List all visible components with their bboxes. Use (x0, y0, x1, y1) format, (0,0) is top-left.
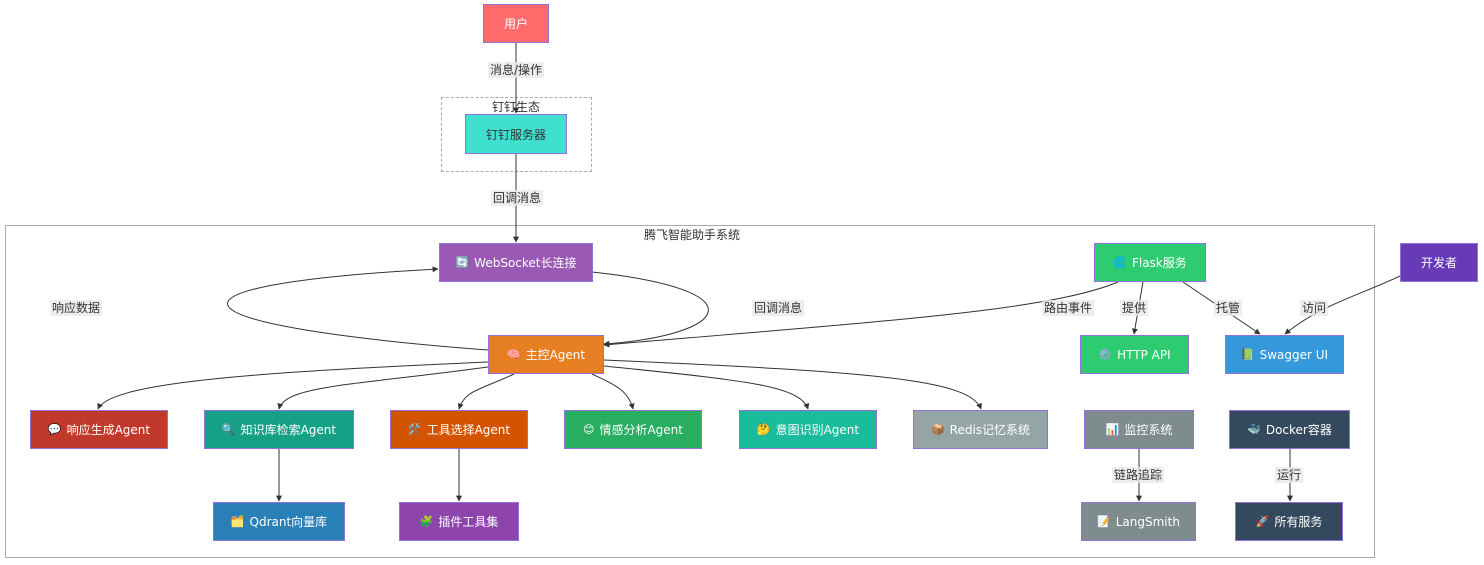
node-master-agent[interactable]: 🧠 主控Agent (488, 335, 604, 374)
edge-label-flask-api: 提供 (1120, 300, 1149, 316)
edge-label-flask-master: 路由事件 (1042, 300, 1095, 316)
node-langsmith-label: LangSmith (1115, 514, 1180, 529)
node-langsmith[interactable]: 📝 LangSmith (1081, 502, 1196, 541)
node-qdrant-label: Qdrant向量库 (249, 515, 328, 529)
node-all-services[interactable]: 🚀 所有服务 (1235, 502, 1343, 541)
node-user[interactable]: 用户 (483, 4, 549, 43)
node-redis-label: Redis记忆系统 (949, 423, 1031, 437)
edge-dev-swagger (1284, 275, 1401, 335)
database-icon: 🗂️ (230, 515, 245, 528)
book-icon: 📗 (1240, 348, 1255, 361)
whale-icon: 🐳 (1247, 423, 1261, 436)
cluster-system-title: 腾飞智能助手系统 (644, 228, 741, 242)
node-flask-label: Flask服务 (1131, 256, 1187, 270)
node-monitor-label: 监控系统 (1124, 423, 1173, 437)
edge-master-response (97, 361, 489, 410)
node-dingtalk-server-label: 钉钉服务器 (485, 127, 546, 142)
edge-label-user-dingtalk: 消息/操作 (488, 62, 545, 78)
node-plugins-label: 插件工具集 (438, 515, 499, 529)
node-intent-agent[interactable]: 🤔 意图识别Agent (739, 410, 877, 449)
node-docker[interactable]: 🐳 Docker容器 (1229, 410, 1350, 449)
node-intent-agent-label: 意图识别Agent (775, 423, 860, 437)
smile-icon: 😊 (583, 423, 595, 436)
speech-bubble-icon: 💬 (47, 423, 62, 436)
edge-label-flask-swagger: 托管 (1214, 300, 1243, 316)
node-websocket-label: WebSocket长连接 (474, 256, 577, 270)
node-master-agent-label: 主控Agent (525, 348, 586, 362)
node-qdrant[interactable]: 🗂️ Qdrant向量库 (213, 502, 345, 541)
edge-master-ws (227, 266, 489, 351)
node-monitor[interactable]: 📊 监控系统 (1084, 410, 1194, 449)
node-websocket[interactable]: 🔄 WebSocket长连接 (439, 243, 593, 282)
rocket-icon: 🚀 (1255, 515, 1270, 528)
node-plugins[interactable]: 🧩 插件工具集 (399, 502, 519, 541)
node-developer[interactable]: 开发者 (1400, 243, 1478, 282)
node-sentiment-agent-label: 情感分析Agent (599, 423, 683, 437)
edge-master-tool (457, 373, 515, 410)
edge-label-ws-master: 回调消息 (752, 300, 805, 316)
node-swagger[interactable]: 📗 Swagger UI (1225, 335, 1344, 374)
node-dingtalk-server[interactable]: 钉钉服务器 (465, 114, 567, 154)
edge-master-intent (603, 365, 810, 410)
gear-icon: ⚙️ (1098, 348, 1113, 361)
node-http-api[interactable]: ⚙️ HTTP API (1080, 335, 1189, 374)
node-knowledge-agent[interactable]: 🔍 知识库检索Agent (204, 410, 354, 449)
edge-label-dev-swagger: 访问 (1300, 300, 1329, 316)
memo-icon: 📝 (1097, 515, 1111, 528)
edge-label-dingtalk-ws: 回调消息 (491, 190, 544, 206)
edge-ws-master (591, 271, 709, 347)
node-response-agent[interactable]: 💬 响应生成Agent (30, 410, 168, 449)
node-sentiment-agent[interactable]: 😊 情感分析Agent (564, 410, 702, 449)
package-icon: 📦 (930, 423, 945, 436)
edge-master-redis (603, 359, 982, 410)
edge-label-docker-all: 运行 (1275, 467, 1304, 483)
node-http-api-label: HTTP API (1117, 347, 1171, 362)
node-user-label: 用户 (503, 17, 528, 31)
magnifier-icon: 🔍 (221, 423, 236, 436)
bar-chart-icon: 📊 (1105, 423, 1120, 436)
node-tool-agent[interactable]: 🛠️ 工具选择Agent (390, 410, 528, 449)
edge-master-knowledge (277, 365, 496, 410)
puzzle-icon: 🧩 (419, 515, 434, 528)
tools-icon: 🛠️ (407, 423, 422, 436)
edge-flask-master (603, 281, 1119, 348)
node-tool-agent-label: 工具选择Agent (426, 423, 511, 437)
edge-label-master-ws: 响应数据 (50, 300, 103, 316)
refresh-icon: 🔄 (455, 256, 470, 269)
node-knowledge-agent-label: 知识库检索Agent (240, 423, 337, 437)
node-swagger-label: Swagger UI (1259, 347, 1329, 362)
edge-label-monitor-langsmith: 链路追踪 (1112, 467, 1165, 483)
node-flask[interactable]: 🌐 Flask服务 (1094, 243, 1206, 282)
edge-master-sentiment (591, 373, 635, 410)
node-redis[interactable]: 📦 Redis记忆系统 (913, 410, 1048, 449)
node-developer-label: 开发者 (1420, 256, 1457, 270)
node-docker-label: Docker容器 (1265, 423, 1332, 437)
node-response-agent-label: 响应生成Agent (66, 423, 151, 437)
node-all-services-label: 所有服务 (1274, 515, 1323, 529)
thinking-face-icon: 🤔 (756, 423, 771, 436)
globe-icon: 🌐 (1113, 256, 1127, 269)
brain-icon: 🧠 (506, 348, 521, 361)
